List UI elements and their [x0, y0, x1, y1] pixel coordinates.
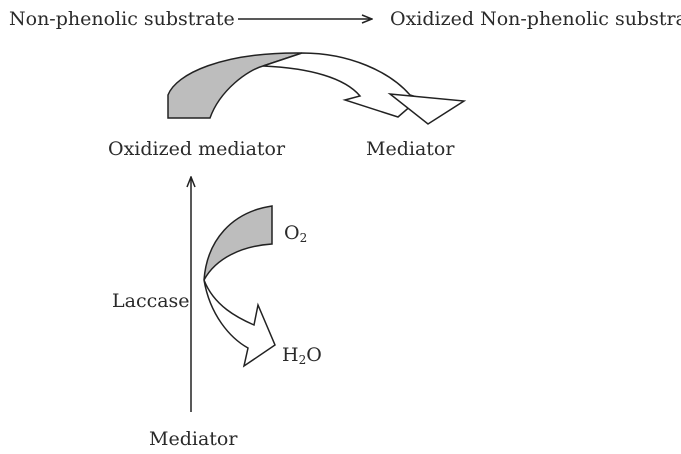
water-release-arrow	[203, 279, 276, 368]
oxidized-substrate-label: Oxidized Non-phenolic substrate	[390, 8, 681, 30]
substrate-label: Non-phenolic substrate	[9, 8, 235, 30]
mediator-top-label: Mediator	[366, 138, 455, 160]
water-label: H2O	[282, 344, 322, 367]
mediator-reduction-arrowhead	[387, 93, 467, 125]
oxygen-curve	[203, 205, 273, 281]
mediator-oxidation-curve	[167, 52, 303, 119]
mediator-bottom-label: Mediator	[149, 428, 238, 450]
oxygen-label: O2	[284, 222, 308, 245]
laccase-label: Laccase	[112, 290, 190, 312]
mediator-reduction-arrow	[262, 52, 422, 118]
oxidized-mediator-label: Oxidized mediator	[108, 138, 286, 160]
